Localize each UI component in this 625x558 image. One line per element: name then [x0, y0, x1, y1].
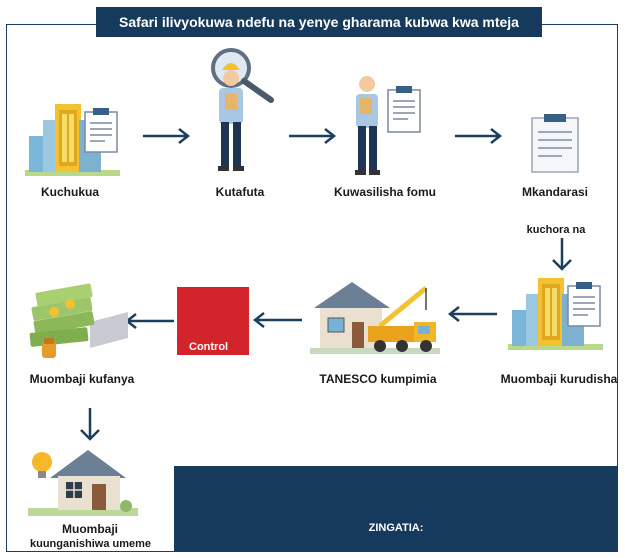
arrow-right-icon: [289, 128, 337, 144]
arrow-left-icon: [252, 312, 302, 328]
step-label-kuchukua: Kuchukua: [40, 185, 99, 199]
note-title: ZINGATIA:: [368, 522, 424, 534]
building-document-icon: [508, 278, 603, 350]
arrow-right-icon: [143, 128, 191, 144]
arrow-left-icon: [447, 306, 497, 322]
step-label-tanesco-kumpimia: TANESCO kumpimia: [319, 372, 437, 386]
document-icon: [531, 114, 579, 173]
arrow-right-icon: [455, 128, 503, 144]
person-form-icon: [355, 76, 421, 175]
step-label-muombaji: Muombaji: [62, 522, 118, 536]
arrow-down-icon: [80, 408, 100, 441]
house-lightbulb-icon: [28, 450, 138, 516]
diagram-title: Safari ilivyokuwa ndefu na yenye gharama…: [119, 14, 519, 30]
step-label-muombaji-kufanya: Muombaji kufanya: [29, 372, 135, 386]
person-magnifier-icon: [211, 48, 274, 171]
step-label-mkandarasi: Mkandarasi: [521, 185, 589, 199]
step-label-kuunganishiwa-umeme: kuunganishiwa umeme: [30, 538, 152, 550]
building-document-icon: [25, 104, 120, 176]
house-crane-truck-icon: [310, 282, 440, 354]
step-label-muombaji-kurudisha: Muombaji kurudisha: [500, 372, 618, 386]
step-sublabel-kuchora: kuchora na kuweka: [526, 224, 586, 235]
control-box: Control: [177, 287, 249, 355]
note-box: ZINGATIA:: [174, 466, 618, 552]
step-label-kutafuta: Kutafuta: [215, 185, 265, 199]
title-banner: Safari ilivyokuwa ndefu na yenye gharama…: [96, 7, 542, 37]
arrow-down-icon: [552, 238, 572, 271]
money-stack-icon: [29, 283, 128, 358]
control-label: Control: [189, 341, 229, 353]
step-label-kuwasilisha-fomu: Kuwasilisha fomu: [333, 185, 437, 199]
arrow-left-icon: [124, 313, 174, 329]
